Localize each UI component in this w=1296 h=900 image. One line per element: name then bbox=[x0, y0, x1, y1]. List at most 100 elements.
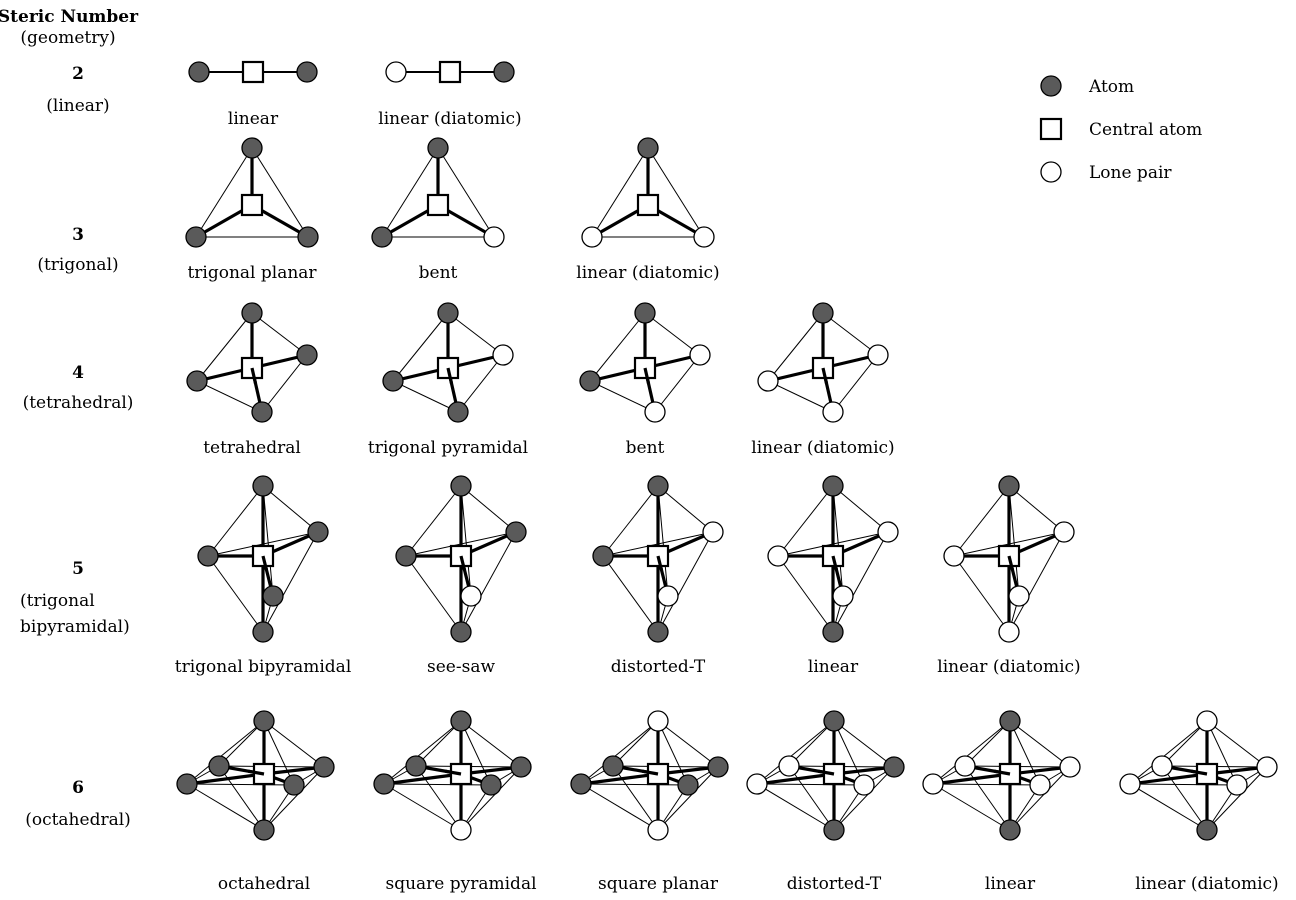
face-edge bbox=[1009, 720, 1041, 786]
molecule-sn6-5: linear bbox=[922, 710, 1081, 894]
face-edge bbox=[591, 147, 649, 238]
legend-central-atom-label: Central atom bbox=[1089, 120, 1202, 140]
lone-pair-icon bbox=[867, 344, 889, 366]
central-atom-icon bbox=[240, 193, 264, 217]
lone-pair-icon bbox=[746, 773, 768, 795]
bond-front bbox=[656, 555, 664, 571]
molecule-sn6-6: linear (diatomic) bbox=[1119, 710, 1279, 894]
face-edge bbox=[460, 485, 472, 597]
atom-icon bbox=[998, 475, 1020, 497]
lone-pair-icon bbox=[492, 344, 514, 366]
face-edge bbox=[756, 783, 865, 786]
molecule-sn4-4: linear (diatomic) bbox=[751, 302, 895, 458]
lone-pair-icon bbox=[647, 819, 669, 841]
molecule-sn4-1: tetrahedral bbox=[186, 302, 318, 458]
atom-icon bbox=[297, 226, 319, 248]
face-edge bbox=[415, 765, 462, 831]
face-edge bbox=[405, 555, 462, 633]
molecule-sn4-3: bent bbox=[579, 302, 711, 458]
face-edge bbox=[833, 720, 865, 786]
face-edge bbox=[1206, 766, 1268, 831]
face-edge bbox=[602, 555, 659, 633]
face-edge bbox=[822, 312, 879, 356]
row-3-number: 3 bbox=[72, 225, 84, 245]
face-edge bbox=[832, 354, 879, 413]
lone-pair-icon bbox=[853, 774, 875, 796]
face-edge bbox=[405, 485, 462, 557]
atom-icon bbox=[262, 585, 284, 607]
atom-icon bbox=[592, 545, 614, 567]
bond-front bbox=[1007, 555, 1015, 571]
face-edge bbox=[953, 485, 1010, 557]
face-edge bbox=[392, 312, 449, 382]
atom-icon bbox=[634, 302, 656, 324]
central-atom-icon bbox=[438, 60, 462, 84]
shape-label: square planar bbox=[598, 874, 719, 894]
row-4-number: 4 bbox=[72, 363, 84, 383]
shape-label: tetrahedral bbox=[203, 438, 301, 458]
shape-label: linear (diatomic) bbox=[1135, 874, 1278, 894]
bond-front bbox=[247, 769, 265, 776]
central-atom-icon bbox=[241, 60, 265, 84]
face-edge bbox=[777, 485, 834, 557]
atom-icon bbox=[637, 137, 659, 159]
face-edge bbox=[263, 720, 325, 768]
lone-pair-icon bbox=[460, 585, 482, 607]
molecule-sn5-1: trigonal bipyramidal bbox=[175, 475, 352, 677]
atom-icon bbox=[253, 710, 275, 732]
bond-front bbox=[831, 555, 839, 571]
atom-icon bbox=[307, 521, 329, 543]
atom-icon bbox=[450, 621, 472, 643]
face-edge bbox=[953, 555, 1010, 633]
shape-label: linear (diatomic) bbox=[378, 109, 521, 129]
face-edge bbox=[261, 354, 308, 413]
atom-icon bbox=[822, 475, 844, 497]
atom-icon bbox=[252, 475, 274, 497]
molecule-sn6-4: distorted-T bbox=[746, 710, 905, 894]
bond-front bbox=[641, 769, 659, 776]
atom-icon bbox=[313, 756, 335, 778]
lone-pair-icon bbox=[450, 819, 472, 841]
atom-icon bbox=[251, 401, 273, 423]
face-edge bbox=[381, 147, 439, 238]
atom-icon bbox=[437, 302, 459, 324]
shape-label: see-saw bbox=[427, 657, 495, 677]
row-2-geometry: (linear) bbox=[46, 96, 109, 116]
atom-icon bbox=[647, 475, 669, 497]
face-edge bbox=[186, 720, 265, 785]
atom-icon bbox=[253, 819, 275, 841]
lone-pair-icon bbox=[1226, 774, 1248, 796]
face-edge bbox=[457, 354, 504, 413]
face-edge bbox=[657, 531, 714, 633]
row-5-geometry-line-1: (trigonal bbox=[20, 591, 95, 611]
face-edge bbox=[218, 765, 265, 831]
atom-icon bbox=[510, 756, 532, 778]
lone-pair-icon bbox=[998, 621, 1020, 643]
face-edge bbox=[195, 147, 253, 238]
face-edge bbox=[383, 783, 462, 831]
central-atom-icon bbox=[636, 193, 660, 217]
shape-label: linear (diatomic) bbox=[751, 438, 894, 458]
face-edge bbox=[1009, 766, 1071, 831]
shape-label: distorted-T bbox=[611, 657, 706, 677]
atom-icon bbox=[373, 773, 395, 795]
bond-front bbox=[643, 367, 651, 384]
face-edge bbox=[1008, 485, 1065, 533]
bond bbox=[580, 772, 659, 786]
face-edge bbox=[251, 312, 308, 356]
lone-pair-icon bbox=[1029, 774, 1051, 796]
lone-pair-icon bbox=[581, 226, 603, 248]
molecule-sn2-2: linear (diatomic) bbox=[378, 60, 522, 129]
central-atom-icon bbox=[426, 193, 450, 217]
face-edge bbox=[657, 485, 669, 597]
row-3-geometry: (trigonal) bbox=[37, 255, 118, 275]
atom-icon bbox=[493, 61, 515, 83]
atom-icon bbox=[480, 774, 502, 796]
molecule-sn4-2: trigonal pyramidal bbox=[368, 302, 528, 458]
face-edge bbox=[580, 720, 659, 785]
atom-icon bbox=[176, 773, 198, 795]
shape-label: trigonal bipyramidal bbox=[175, 657, 352, 677]
atom-icon bbox=[241, 302, 263, 324]
face-edge bbox=[263, 720, 295, 786]
molecule-sn5-2: see-saw bbox=[395, 475, 527, 677]
